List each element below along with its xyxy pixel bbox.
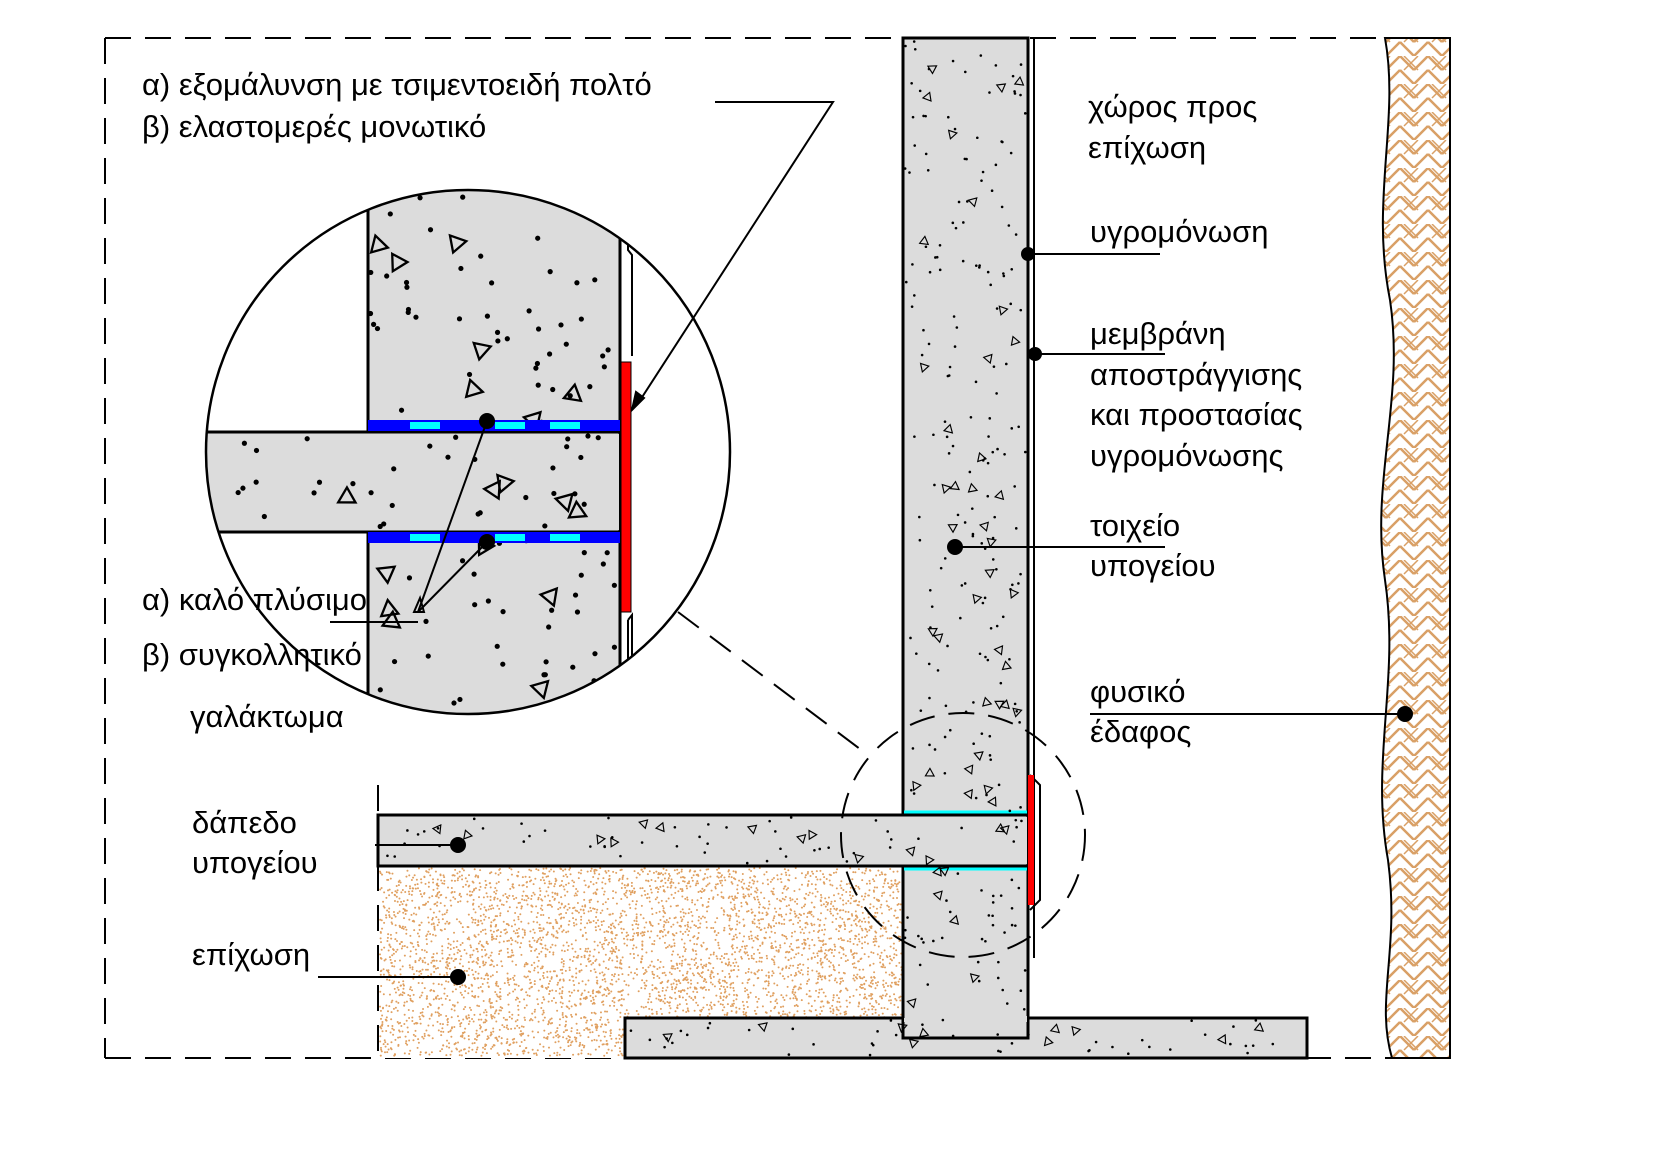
backfill-texture (379, 867, 903, 1057)
label-fill: επίχωση (192, 937, 310, 972)
natural-soil (1380, 37, 1451, 1059)
sealant-strip (1028, 775, 1034, 905)
label-membrane-2: αποστράγγισης (1090, 357, 1302, 392)
label-wall-2: υπογείου (1090, 548, 1216, 583)
label-detail-b: β) ελαστομερές μονωτικό (142, 109, 486, 144)
concrete-structure (376, 36, 1309, 1060)
detail-leader (677, 611, 869, 756)
label-membrane-4: υγρομόνωσης (1090, 438, 1283, 473)
detail-marker-circle (840, 712, 1086, 958)
sealant-strip-detail (620, 361, 632, 613)
label-joint-b1: β) συγκολλητικό (142, 637, 362, 672)
label-floor-1: δάπεδο (192, 805, 297, 840)
label-soil-2: έδαφος (1090, 714, 1191, 749)
concrete-texture (386, 40, 1275, 1057)
label-membrane-3: και προστασίας (1090, 397, 1303, 432)
label-wall-1: τοιχείο (1090, 508, 1180, 543)
label-space-2: επίχωση (1088, 130, 1206, 165)
label-soil-1: φυσικό (1090, 674, 1185, 709)
label-space-1: χώρος προς (1088, 89, 1257, 124)
label-joint-a: α) καλό πλύσιμο (142, 582, 367, 617)
insulation-bands (368, 420, 620, 543)
label-waterproofing: υγρομόνωση (1090, 214, 1269, 249)
label-joint-b2: γαλάκτωμα (190, 699, 344, 734)
leader-lines (318, 101, 1413, 985)
detail-enlargement (204, 188, 732, 716)
label-floor-2: υπογείου (192, 845, 318, 880)
label-detail-a: α) εξομάλυνση με τσιμεντοειδή πολτό (142, 67, 652, 102)
label-membrane-1: μεμβράνη (1090, 316, 1226, 351)
